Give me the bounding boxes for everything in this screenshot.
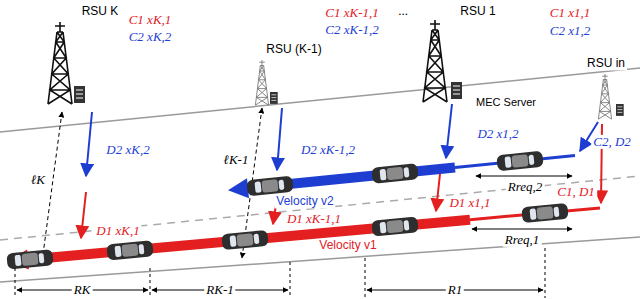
rate-label: C1 xK-1,1 xyxy=(323,6,380,20)
data-label: D2 xK-1,2 xyxy=(299,143,357,157)
rsu-tower xyxy=(423,20,447,102)
cars xyxy=(6,151,568,270)
velocity-label: Velocity v2 xyxy=(274,195,335,208)
range-label: Rreq,2 xyxy=(506,180,545,194)
red-flow xyxy=(8,208,600,270)
range-bracket xyxy=(472,229,572,230)
data-label: D1 x1,1 xyxy=(447,196,492,210)
rsu-label: RSU in xyxy=(585,57,627,70)
data-label: D1 xK-1,1 xyxy=(285,212,343,226)
server-icon xyxy=(74,86,85,103)
downlink-arrow xyxy=(446,104,452,158)
road xyxy=(0,68,640,282)
downlink-arrow xyxy=(277,108,282,170)
car xyxy=(371,163,418,183)
rsu-label: RSU (K-1) xyxy=(264,43,323,56)
downlink-arrow xyxy=(86,112,92,176)
car xyxy=(521,203,568,223)
dimension-tick xyxy=(290,262,291,298)
car xyxy=(106,240,153,260)
coverage-label: RK xyxy=(72,283,93,297)
rsu-label: RSU 1 xyxy=(458,5,497,18)
car xyxy=(6,249,53,269)
velocity-label: Velocity v1 xyxy=(317,239,378,252)
task-label: C1, D1 xyxy=(555,185,597,199)
dimension-tick xyxy=(150,268,151,298)
rate-label: C2 xK-1,2 xyxy=(323,23,380,37)
car xyxy=(246,176,293,196)
server-icon xyxy=(270,92,278,104)
rsu-tower xyxy=(598,74,611,119)
rsu-tower xyxy=(48,22,72,104)
distance-label: ℓK-1 xyxy=(222,153,251,167)
downlink-arrows xyxy=(81,104,602,238)
rsu-label: RSU K xyxy=(80,5,121,18)
data-label: D2 x1,2 xyxy=(475,127,520,141)
road-edge xyxy=(0,237,640,282)
downlink-arrow xyxy=(436,174,440,211)
server-icon xyxy=(451,82,462,99)
range-label: Rreq,1 xyxy=(503,233,542,247)
task-label: C2, D2 xyxy=(591,135,633,149)
rate-label: C1 xK,1 xyxy=(127,13,174,27)
rsu-tower xyxy=(255,60,268,105)
coverage-dimensions xyxy=(15,248,545,298)
road-edge xyxy=(0,68,640,132)
car xyxy=(496,151,543,171)
rate-label: C2 x1,2 xyxy=(548,24,592,38)
server-label: MEC Server xyxy=(474,96,538,108)
data-label: D2 xK,2 xyxy=(104,143,151,157)
rsu-towers xyxy=(48,20,624,119)
rate-label: C1 x1,1 xyxy=(548,6,592,20)
coverage-label: RK-1 xyxy=(204,283,235,297)
dimension-tick xyxy=(365,258,366,298)
server-icon xyxy=(616,104,624,116)
dimension-tick xyxy=(15,268,16,298)
ellipsis: ... xyxy=(396,4,410,18)
range-bracket xyxy=(476,176,572,177)
distance-label: ℓK xyxy=(29,173,47,187)
dimension-tick xyxy=(545,248,546,298)
rate-label: C2 xK,2 xyxy=(127,30,174,44)
car xyxy=(221,230,268,250)
car xyxy=(371,216,418,236)
flow-arrowhead xyxy=(228,178,249,198)
downlink-arrow xyxy=(81,192,86,238)
coverage-label: R1 xyxy=(446,283,464,297)
data-label: D1 xK,1 xyxy=(94,224,141,238)
